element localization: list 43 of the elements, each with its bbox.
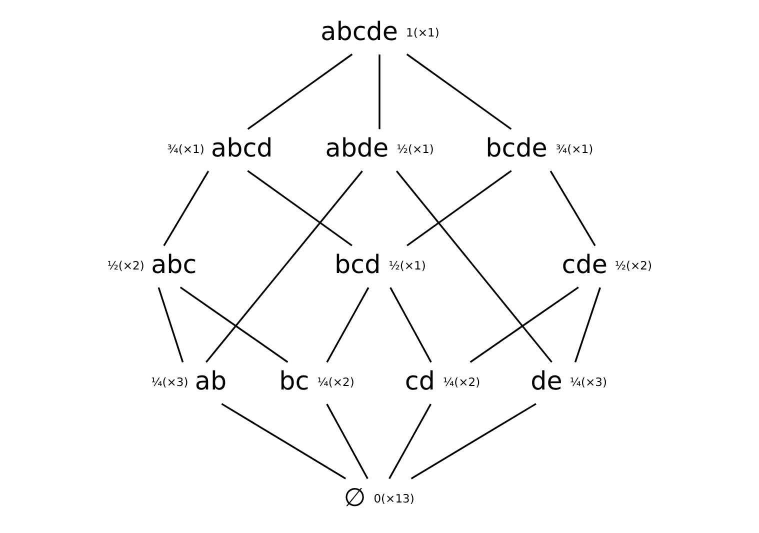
node-text: bcd (334, 248, 381, 279)
connector (390, 287, 432, 363)
connector (378, 54, 380, 130)
connector (470, 286, 579, 363)
connector (396, 170, 552, 363)
node-label: ½(×2) (107, 258, 144, 272)
node-label: 0(×13) (374, 491, 414, 506)
node-text: ∅ (344, 482, 366, 512)
node-label: ¼(×3) (151, 374, 188, 389)
node-label: ¼(×2) (442, 374, 480, 389)
node-text: cde (562, 248, 608, 279)
node-label: ¼(×3) (570, 374, 607, 389)
node-text: ab (194, 365, 227, 396)
connector (326, 287, 370, 363)
node-text: de (530, 365, 562, 396)
connector (388, 404, 432, 480)
node-label: ½(×2) (614, 258, 652, 272)
node-text: abcde (320, 16, 398, 46)
node-label: 1(×1) (406, 25, 440, 40)
connector (406, 170, 512, 246)
connector (158, 287, 184, 362)
node-text: cd (404, 365, 435, 396)
node-text: abde (325, 132, 389, 162)
node-label: ¾(×1) (556, 142, 594, 156)
connector (163, 170, 210, 246)
connector (247, 54, 353, 130)
connector (247, 170, 352, 246)
node-label: ¼(×2) (317, 374, 354, 389)
connector (221, 403, 346, 480)
connector (206, 170, 363, 363)
connector (180, 286, 288, 363)
node-text: bc (279, 365, 310, 396)
connector (574, 287, 601, 362)
connector (410, 403, 536, 480)
node-text: abc (151, 248, 197, 279)
node-label: ¾(×1) (167, 142, 204, 156)
node-label: ½(×1) (396, 142, 434, 156)
connector (406, 54, 512, 130)
connector (550, 170, 596, 246)
connector (326, 404, 368, 480)
node-label: ½(×1) (388, 258, 426, 272)
node-text: abcd (211, 132, 273, 162)
node-text: bcde (486, 132, 548, 162)
